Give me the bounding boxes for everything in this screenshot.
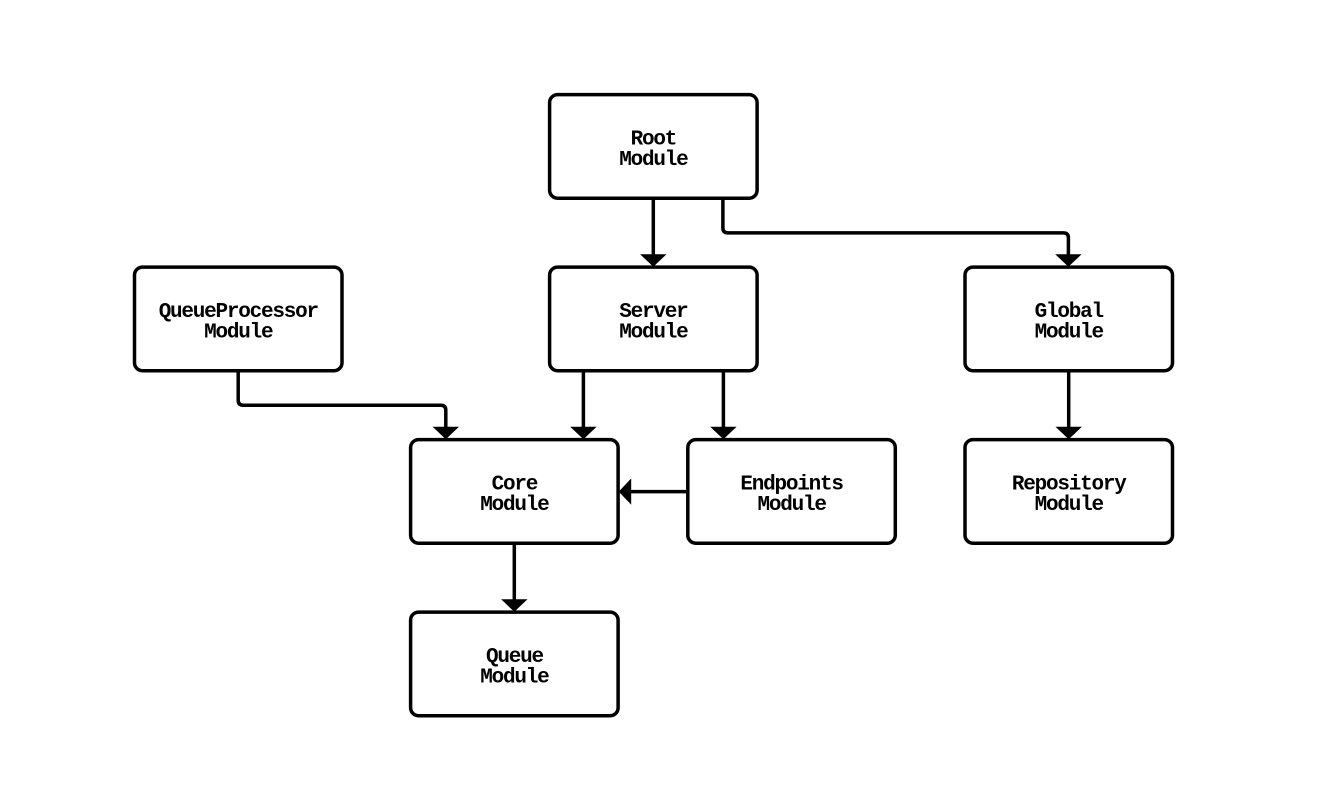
svg-text:Queue: Queue — [486, 646, 543, 669]
svg-text:Module: Module — [757, 494, 826, 517]
svg-text:Module: Module — [1035, 494, 1104, 517]
svg-text:Module: Module — [1035, 321, 1104, 344]
svg-text:Repository: Repository — [1012, 473, 1127, 496]
svg-text:QueueProcessor: QueueProcessor — [159, 301, 319, 324]
svg-text:Endpoints: Endpoints — [740, 473, 843, 496]
svg-text:Root: Root — [631, 128, 677, 151]
svg-text:Module: Module — [619, 321, 688, 344]
svg-text:Module: Module — [619, 149, 688, 172]
svg-text:Global: Global — [1035, 301, 1104, 324]
svg-text:Module: Module — [480, 494, 549, 517]
svg-text:Module: Module — [480, 666, 549, 689]
svg-text:Server: Server — [619, 301, 688, 324]
svg-text:Module: Module — [204, 321, 273, 344]
svg-text:Core: Core — [492, 473, 538, 496]
